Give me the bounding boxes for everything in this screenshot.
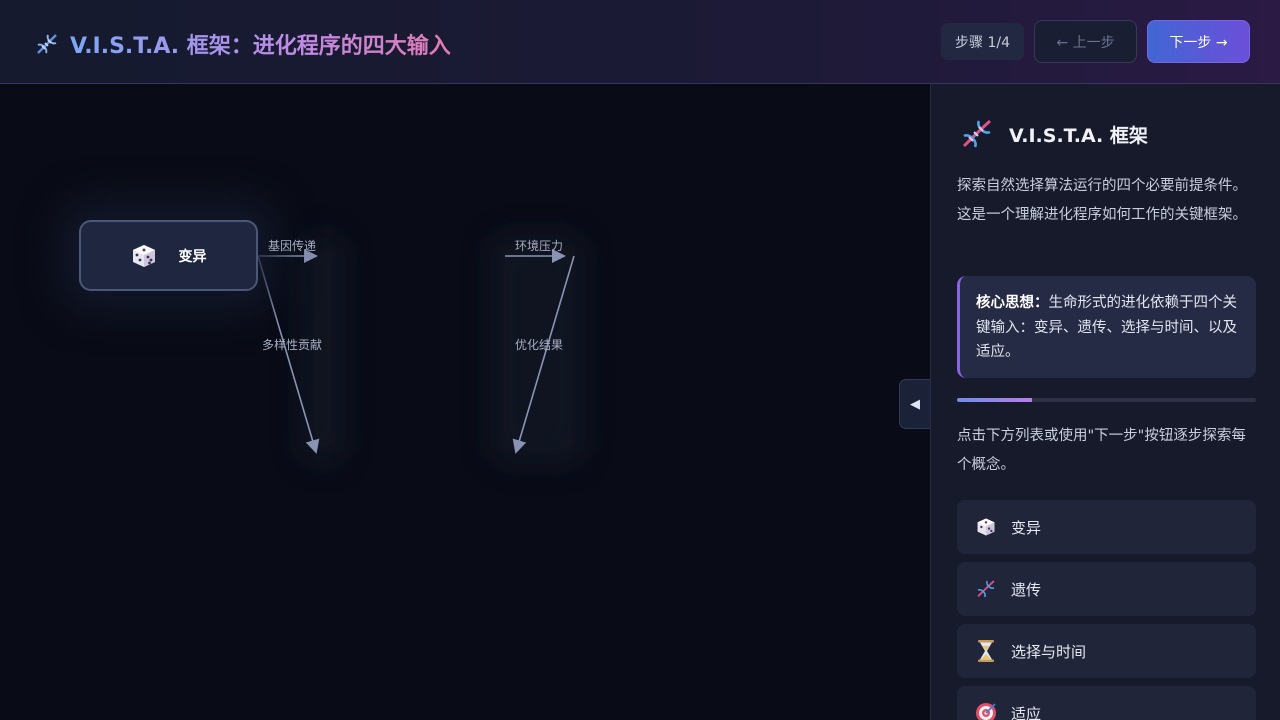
graph-edges bbox=[257, 234, 585, 464]
edge-diversity bbox=[257, 255, 320, 454]
page-title: V.I.S.T.A. 框架：进化程序的四大输入 bbox=[34, 28, 451, 60]
node-variation[interactable]: 变异 bbox=[79, 220, 258, 291]
concept-item-heredity[interactable]: 遗传 bbox=[957, 562, 1256, 616]
step-badge: 步骤 1/4 bbox=[941, 23, 1024, 60]
dice-icon bbox=[975, 516, 997, 538]
edge-label-diversity: 多样性贡献 bbox=[262, 338, 323, 352]
sidebar-title: V.I.S.T.A. 框架 bbox=[1009, 124, 1148, 147]
sidebar-description: 探索自然选择算法运行的四个必要前提条件。这是一个理解进化程序如何工作的关键框架。 bbox=[957, 178, 1247, 223]
concept-item-adaptation[interactable]: 适应 bbox=[957, 686, 1256, 720]
concept-item-variation[interactable]: 变异 bbox=[957, 500, 1256, 554]
edge-label-optimize: 优化结果 bbox=[515, 338, 564, 352]
app-header: V.I.S.T.A. 框架：进化程序的四大输入 步骤 1/4 ← 上一步 下一步… bbox=[0, 0, 1280, 84]
progress-fill bbox=[957, 398, 1032, 402]
prev-step-button[interactable]: ← 上一步 bbox=[1034, 20, 1137, 63]
sidebar: V.I.S.T.A. 框架 探索自然选择算法运行的四个必要前提条件。这是一个理解… bbox=[930, 84, 1280, 720]
core-idea-callout: 核心思想：生命形式的进化依赖于四个关键输入：变异、遗传、选择与时间、以及适应。 bbox=[957, 276, 1256, 378]
concept-item-selection-time[interactable]: 选择与时间 bbox=[957, 624, 1256, 678]
sidebar-hint: 点击下方列表或使用"下一步"按钮逐步探索每个概念。 bbox=[957, 428, 1246, 473]
concept-label: 遗传 bbox=[1011, 580, 1042, 599]
dna-icon bbox=[37, 34, 57, 54]
callout-text: 生命形式的进化依赖于四个关键输入：变异、遗传、选择与时间、以及适应。 bbox=[976, 295, 1237, 360]
graph-canvas[interactable]: 变异 基因传递 环境压力 多样性贡献 优化结果 bbox=[0, 84, 930, 720]
next-step-button[interactable]: 下一步 → bbox=[1147, 20, 1250, 63]
edge-label-gene-transfer: 基因传递 bbox=[268, 239, 317, 253]
node-label: 变异 bbox=[178, 248, 207, 265]
concept-list: 变异 遗传 选择与时间 bbox=[957, 500, 1256, 720]
dna-icon bbox=[975, 578, 997, 600]
collapse-sidebar-button[interactable]: ◀ bbox=[899, 379, 930, 429]
hourglass-icon bbox=[975, 640, 997, 662]
edge-label-env-pressure: 环境压力 bbox=[515, 239, 564, 253]
concept-label: 适应 bbox=[1011, 704, 1042, 720]
dice-icon bbox=[132, 244, 155, 267]
concept-label: 选择与时间 bbox=[1011, 642, 1087, 661]
dna-icon bbox=[962, 119, 991, 148]
page-title-text: V.I.S.T.A. 框架：进化程序的四大输入 bbox=[70, 28, 451, 60]
concept-label: 变异 bbox=[1011, 518, 1042, 537]
edge-optimize bbox=[512, 255, 575, 454]
callout-label: 核心思想： bbox=[976, 295, 1049, 311]
sidebar-header: V.I.S.T.A. 框架 bbox=[959, 116, 1148, 152]
target-icon bbox=[975, 702, 997, 720]
progress-bar bbox=[957, 398, 1256, 402]
